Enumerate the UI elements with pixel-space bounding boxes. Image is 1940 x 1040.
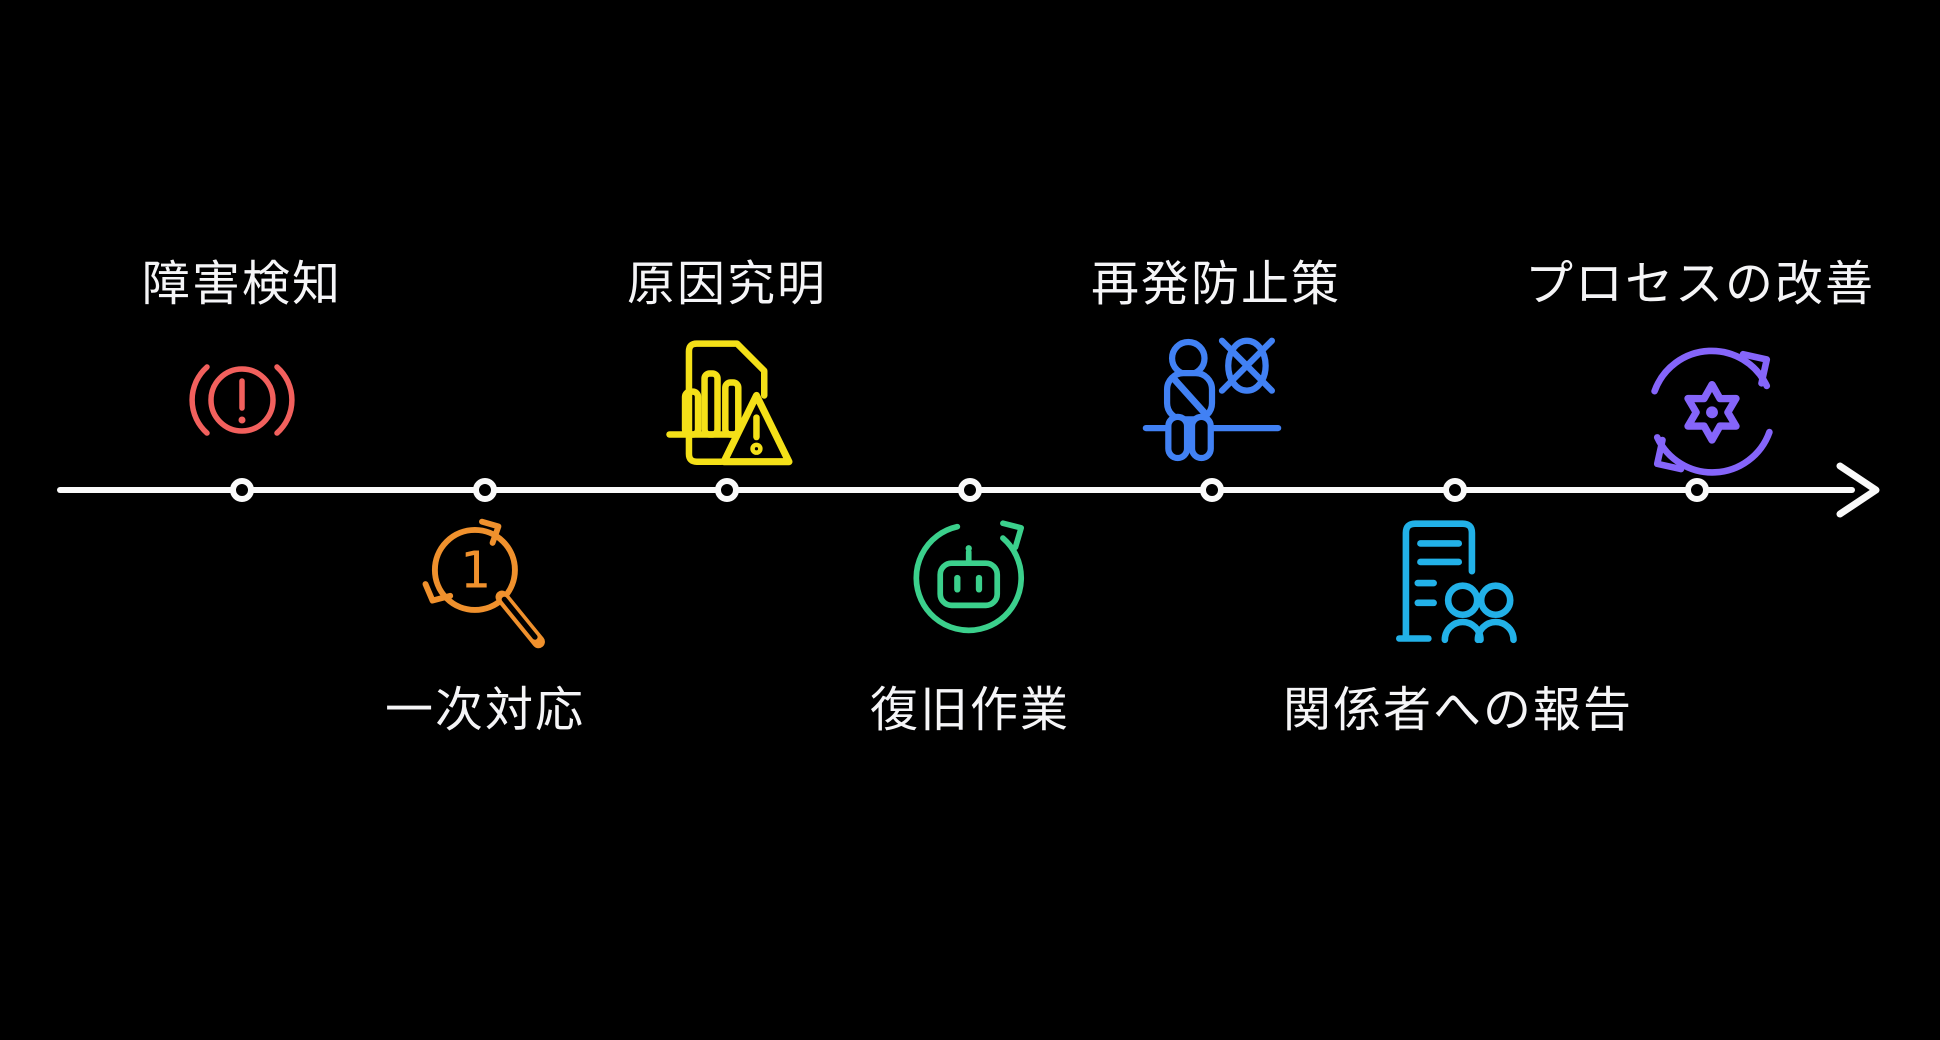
stage-label: 原因究明 <box>626 256 827 312</box>
document-warning-icon <box>666 340 793 466</box>
stage-label: 一次対応 <box>384 682 585 738</box>
timeline-node <box>1200 478 1224 502</box>
stage-label: 復旧作業 <box>869 682 1070 738</box>
stakeholder-report-icon <box>1396 520 1517 644</box>
timeline-node <box>958 478 982 502</box>
timeline-node <box>230 478 254 502</box>
first-response-number: 1 <box>460 541 490 600</box>
brake-alert-icon <box>189 364 295 436</box>
stage-label: 障害検知 <box>141 256 342 312</box>
timeline-node <box>715 478 739 502</box>
process-improvement-icon <box>1651 347 1773 476</box>
timeline-node <box>473 478 497 502</box>
stage-label: 関係者への報告 <box>1282 682 1633 738</box>
timeline-node <box>1443 478 1467 502</box>
magnifier-first-response-icon: 1 <box>422 518 545 649</box>
timeline-line <box>57 487 1855 493</box>
timeline-arrow-icon <box>1836 462 1880 518</box>
stage-label: プロセスの改善 <box>1524 256 1875 312</box>
stage-label: 再発防止策 <box>1090 256 1341 312</box>
seatbelt-prevention-icon <box>1142 337 1282 462</box>
timeline-node <box>1685 478 1709 502</box>
robot-restore-icon <box>913 520 1025 634</box>
